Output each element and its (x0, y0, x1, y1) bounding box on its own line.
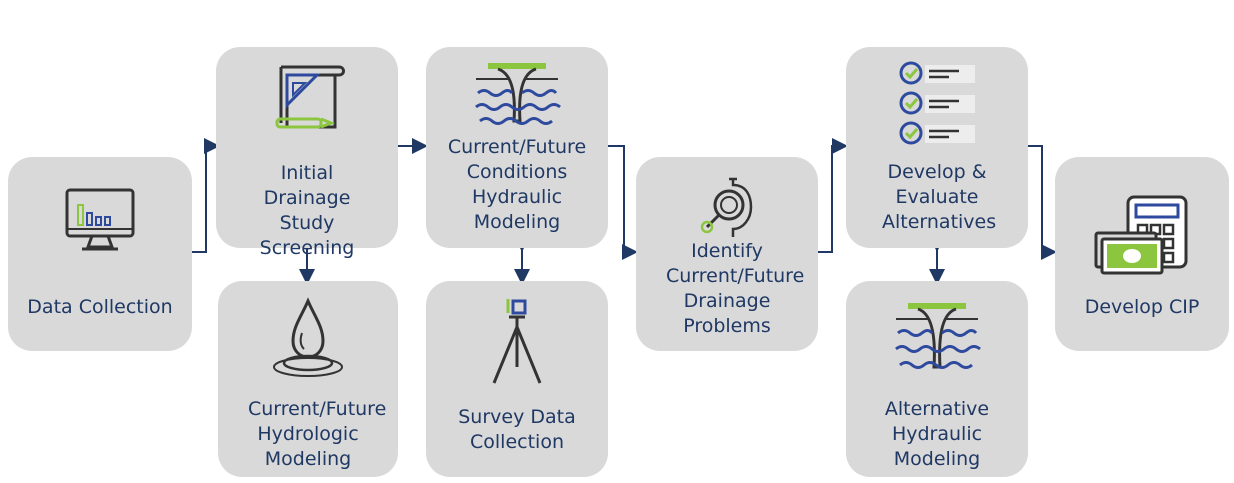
arrow-develop-to-cip (1028, 145, 1057, 260)
arrow-data-to-screening (192, 138, 220, 253)
water-drop-ripple-icon (273, 297, 343, 377)
checklist-icon (899, 61, 975, 145)
step-label: Develop & Evaluate Alternatives (882, 161, 997, 233)
step-identify-problems: Identify Current/Future Drainage Problem… (636, 157, 818, 351)
step-label: Data Collection (27, 296, 173, 318)
survey-tripod-icon (492, 299, 542, 384)
step-label: Develop CIP (1084, 296, 1200, 318)
step-hydrologic-modeling: Current/Future Hydrologic Modeling (218, 281, 398, 477)
step-develop-cip: Develop CIP (1055, 157, 1229, 351)
bridge-water-icon (475, 63, 561, 125)
step-hydraulic-modeling: Current/Future Conditions Hydraulic Mode… (426, 47, 608, 248)
arrow-identify-to-develop (818, 138, 848, 253)
step-develop-alternatives: Develop & Evaluate Alternatives (846, 47, 1028, 248)
step-label: Current/Future Hydrologic Modeling (248, 398, 387, 470)
step-alternative-hydraulic: Alternative Hydraulic Modeling (846, 281, 1028, 477)
blueprint-ruler-pencil-icon (275, 65, 345, 129)
bridge-water-icon (895, 303, 981, 369)
calculator-money-icon (1094, 195, 1188, 275)
step-initial-screening: Initial Drainage Study Screening (216, 47, 398, 259)
step-survey-data: Survey Data Collection (426, 281, 608, 477)
arrow-hydraulic-to-identify (608, 145, 638, 260)
step-label: Identify Current/Future Drainage Problem… (666, 240, 805, 337)
step-label: Initial Drainage Study Screening (259, 162, 355, 259)
step-label: Alternative Hydraulic Modeling (884, 398, 990, 470)
step-label: Survey Data Collection (458, 406, 576, 453)
monitor-bar-chart-icon (65, 188, 135, 251)
step-data-collection: Data Collection (8, 157, 192, 351)
magnifier-pipe-icon (700, 177, 753, 237)
step-label: Current/Future Conditions Hydraulic Mode… (447, 136, 587, 233)
